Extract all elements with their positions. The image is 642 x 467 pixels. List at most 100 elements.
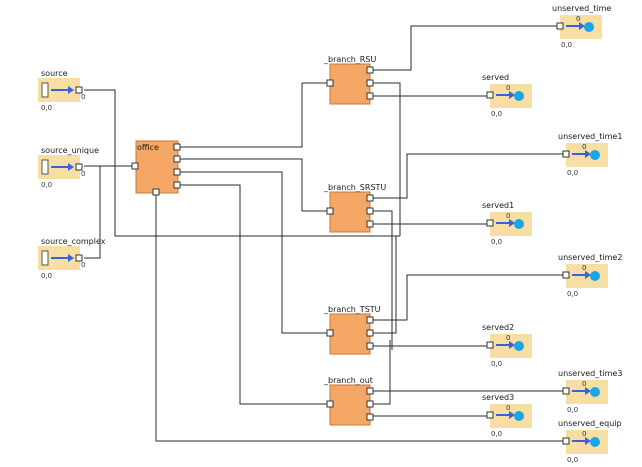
- sink-input-port[interactable]: [486, 341, 494, 349]
- sink-input-port[interactable]: [486, 219, 494, 227]
- sink-input-port[interactable]: [562, 271, 570, 279]
- sink-drop-icon: [514, 91, 524, 101]
- sink-input-port[interactable]: [562, 387, 570, 395]
- branch-output-port-3[interactable]: [366, 413, 374, 421]
- wire-out-feedback[interactable]: [372, 340, 391, 405]
- wire-office-to-branch-out[interactable]: [180, 184, 330, 405]
- source-output-port[interactable]: [75, 86, 83, 94]
- wire-rsu-feedback[interactable]: [372, 82, 401, 236]
- branch-body[interactable]: [329, 313, 371, 355]
- branch-output-port-1[interactable]: [366, 66, 374, 74]
- sink-drop-icon: [590, 387, 600, 397]
- branch-input-port[interactable]: [326, 329, 334, 337]
- sink-arrow-icon: [496, 411, 515, 419]
- branch-block-branch-out[interactable]: _branch_out: [323, 376, 374, 426]
- branch-output-port-2[interactable]: [366, 400, 374, 408]
- sink-arrow-icon: [566, 22, 585, 30]
- branch-body[interactable]: [329, 63, 371, 105]
- branch-body[interactable]: [329, 191, 371, 233]
- source-value: 0,0: [41, 104, 52, 112]
- sink-input-port[interactable]: [562, 437, 570, 445]
- branch-output-port-2[interactable]: [366, 207, 374, 215]
- sink-count: 0: [576, 15, 580, 23]
- sink-input-port[interactable]: [556, 22, 564, 30]
- branch-block-branch-rsu[interactable]: _branch_RSU: [323, 55, 376, 105]
- sink-label: served: [482, 73, 509, 82]
- source-queue-icon: [41, 250, 49, 266]
- sink-value: 0,0: [567, 406, 578, 414]
- office-output-port-3[interactable]: [173, 168, 181, 176]
- source-queue-icon: [41, 159, 49, 175]
- branch-output-port-3[interactable]: [366, 220, 374, 228]
- branch-input-port[interactable]: [326, 400, 334, 408]
- branch-label: _branch_SRSTU: [323, 183, 386, 192]
- sink-input-port[interactable]: [562, 150, 570, 158]
- wire-source-to-branch-bus[interactable]: [114, 166, 400, 237]
- wire-office-to-unserved-equip[interactable]: [155, 195, 566, 442]
- wire-srstu-feedback[interactable]: [372, 210, 393, 350]
- branch-output-port-2[interactable]: [366, 329, 374, 337]
- branch-output-port-1[interactable]: [366, 194, 374, 202]
- wire-office-to-branch-rsu[interactable]: [180, 82, 330, 148]
- source-arrow-icon: [51, 163, 74, 171]
- office-output-port-2[interactable]: [173, 155, 181, 163]
- connection-wires: [84, 25, 566, 442]
- branch-output-port-2[interactable]: [366, 79, 374, 87]
- branch-input-port[interactable]: [326, 207, 334, 215]
- source-queue-icon: [41, 82, 49, 98]
- source-output-port[interactable]: [75, 163, 83, 171]
- branch-output-port-1[interactable]: [366, 316, 374, 324]
- branch-blocks: _branch_RSU _branch_SRSTU _branch_TSTU _bra…: [323, 55, 386, 426]
- wire-office-to-branch-srstu[interactable]: [180, 158, 330, 212]
- wire-srstu-to-unserved-time1[interactable]: [372, 153, 566, 199]
- sink-label: unserved_time3: [558, 369, 622, 378]
- office-output-port-1[interactable]: [173, 143, 181, 151]
- sink-input-port[interactable]: [486, 411, 494, 419]
- office-output-port-4[interactable]: [173, 181, 181, 189]
- sink-input-port[interactable]: [486, 91, 494, 99]
- sink-label: unserved_time: [552, 4, 611, 13]
- branch-output-port-3[interactable]: [366, 92, 374, 100]
- source-blocks: source00,0source_unique00,0source_comple…: [38, 69, 106, 280]
- wire-tstu-feedback[interactable]: [372, 236, 397, 334]
- wire-source-complex-to-office[interactable]: [84, 166, 101, 259]
- branch-input-port[interactable]: [326, 79, 334, 87]
- wire-rsu-to-unserved-time[interactable]: [372, 25, 560, 71]
- sink-arrow-icon: [572, 150, 591, 158]
- branch-block-branch-srstu[interactable]: _branch_SRSTU: [323, 183, 386, 233]
- office-bottom-port[interactable]: [152, 188, 160, 196]
- office-input-port[interactable]: [131, 162, 139, 170]
- sink-value: 0,0: [567, 456, 578, 464]
- source-port-count: 0: [81, 170, 85, 178]
- wire-source-to-office[interactable]: [84, 89, 116, 166]
- source-output-port[interactable]: [75, 254, 83, 262]
- sink-value: 0,0: [491, 360, 502, 368]
- sink-count: 0: [582, 264, 586, 272]
- source-value: 0,0: [41, 181, 52, 189]
- office-block[interactable]: office: [131, 140, 181, 196]
- sink-arrow-icon: [572, 437, 591, 445]
- branch-output-port-1[interactable]: [366, 387, 374, 395]
- branch-output-port-3[interactable]: [366, 342, 374, 350]
- branch-body[interactable]: [329, 384, 371, 426]
- wire-office-to-branch-tstu[interactable]: [180, 171, 330, 334]
- branch-block-branch-tstu[interactable]: _branch_TSTU: [323, 305, 381, 355]
- sink-drop-icon: [514, 341, 524, 351]
- sink-value: 0,0: [567, 290, 578, 298]
- sink-arrow-icon: [496, 219, 515, 227]
- sink-drop-icon: [514, 219, 524, 229]
- wire-tstu-to-unserved-time2[interactable]: [372, 274, 566, 321]
